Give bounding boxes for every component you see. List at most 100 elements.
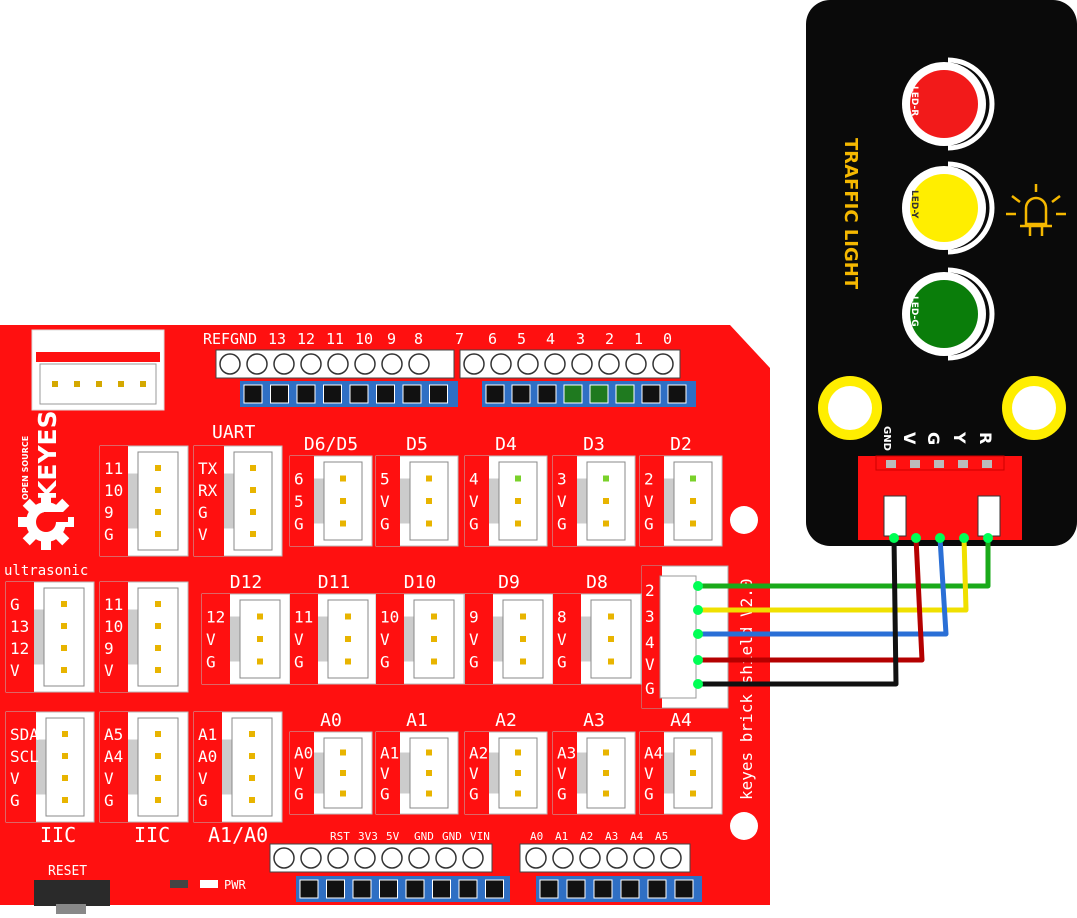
- port-a2-pin-label: V: [469, 764, 479, 783]
- blue-header-slot: [402, 384, 422, 404]
- led-green: LED-G: [902, 267, 995, 361]
- header-label-12: 12: [297, 330, 315, 348]
- analog-header-pin: [552, 847, 574, 869]
- port-a2-pin: [515, 770, 521, 776]
- port-iic-left-pin: [62, 731, 68, 737]
- analog-header-label: A3: [605, 830, 618, 843]
- port-d2-pin: [690, 475, 696, 482]
- led-green-lens: [910, 280, 978, 348]
- header-label-9: 9: [387, 330, 396, 348]
- analog-header-pin: [633, 847, 655, 869]
- header-pin: [598, 353, 620, 375]
- reset-label: RESET: [48, 864, 87, 879]
- port-uart-pin: [250, 465, 256, 471]
- port-a1-a0-pin: [249, 775, 255, 781]
- port-a1-a0-pin-label: V: [198, 769, 208, 788]
- port-11-10-9-g-pin-label: 11: [104, 459, 123, 478]
- port-11-10-9-v-pin: [155, 623, 161, 629]
- port-d4-pin: [515, 498, 521, 504]
- port-d6-d5-pin-label: G: [294, 515, 304, 534]
- port-a4-pin-label: G: [644, 785, 654, 804]
- analog-header-label: A5: [655, 830, 668, 843]
- power-header-pin: [462, 847, 484, 869]
- port-d6-d5-pin: [340, 520, 346, 527]
- blue-header-slot: [270, 384, 289, 404]
- connector-pin: [96, 381, 102, 387]
- port-d5-pin: [426, 475, 432, 482]
- port-d2-label-tab: [640, 456, 664, 546]
- brand-subtitle: OPEN SOURCE: [21, 436, 30, 500]
- power-header-label: GND: [414, 830, 434, 843]
- blue-header-slot: [352, 879, 372, 899]
- port-d10-pin: [431, 613, 437, 620]
- port-d5-pin-label: G: [380, 515, 390, 534]
- brand-title: KEYES: [33, 410, 62, 500]
- power-header-pin: [354, 847, 376, 869]
- power-header-label: RST: [330, 830, 350, 843]
- port-11-10-9-v-pin: [155, 601, 161, 607]
- analog-header-label: A2: [580, 830, 593, 843]
- blue-header-slot: [620, 879, 640, 899]
- led-bulb-icon: [1006, 184, 1066, 236]
- side-pin-4: 4: [645, 633, 655, 652]
- port-d8-pin-label: V: [557, 630, 567, 649]
- side-pin-V: V: [645, 655, 655, 674]
- header-label-GND: GND: [230, 330, 257, 348]
- port-a4-title: A4: [670, 710, 692, 731]
- port-11-10-9-v-pin-label: 11: [104, 595, 123, 614]
- reset-button[interactable]: [34, 880, 110, 906]
- connector-pin: [140, 381, 146, 387]
- wire-green-end: [983, 533, 993, 543]
- port-d11-pin-label: 11: [294, 608, 313, 627]
- header-pin: [246, 353, 268, 375]
- power-header-label: VIN: [470, 830, 490, 843]
- analog-header: [519, 843, 691, 873]
- port-a0-pin: [340, 790, 346, 797]
- port-uart-pin-label: V: [198, 525, 208, 544]
- port-d2-pin-label: V: [644, 492, 654, 511]
- led-yellow-lens: [910, 174, 978, 242]
- pwr-led-off: [170, 880, 188, 888]
- led-green-label: LED-G: [909, 296, 919, 327]
- port-iic-mid-pin: [155, 775, 161, 781]
- port-iic-left-pin-label: V: [10, 769, 20, 788]
- port-11-10-9-g-pin-label: 9: [104, 503, 114, 522]
- port-iic-left-label-tab: [6, 712, 36, 822]
- port-iic-left-pin: [62, 753, 68, 759]
- port-d11-title: D11: [318, 572, 351, 593]
- port-a1-a0-pin: [249, 797, 255, 803]
- port-a1-title: A1: [406, 710, 428, 731]
- port-a1-a0-pin: [249, 731, 255, 737]
- power-header-pin: [435, 847, 457, 869]
- port-d5-label-tab: [376, 456, 400, 546]
- port-ultrasonic-pin: [61, 623, 67, 629]
- header-label-3: 3: [576, 330, 585, 348]
- blue-header-slot: [296, 384, 316, 404]
- blue-header-slot: [432, 879, 451, 899]
- analog-header-pin: [525, 847, 547, 869]
- port-d2-pin: [690, 520, 696, 527]
- iic-title-left: IIC: [40, 823, 76, 847]
- pwr-led-on: [200, 880, 218, 888]
- header-label-11: 11: [326, 330, 344, 348]
- header-label-1: 1: [634, 330, 643, 348]
- port-d10-title: D10: [404, 572, 437, 593]
- port-d3-pin-label: V: [557, 492, 567, 511]
- connector-pin: [118, 381, 124, 387]
- port-ultrasonic-pin-label: V: [10, 661, 20, 680]
- port-iic-left-pin: [62, 797, 68, 803]
- port-d10-label-tab: [376, 594, 404, 684]
- port-iic-mid-pin-label: A4: [104, 747, 123, 766]
- port-d12-title: D12: [230, 572, 263, 593]
- module-pin-V: V: [900, 432, 919, 445]
- port-d8-pin: [608, 613, 614, 620]
- port-ultrasonic-pin: [61, 601, 67, 607]
- blue-header-slot: [485, 879, 504, 899]
- port-d10-pin-label: 10: [380, 608, 399, 627]
- wire-blue: [698, 537, 949, 637]
- port-iic-mid-pin-label: V: [104, 769, 114, 788]
